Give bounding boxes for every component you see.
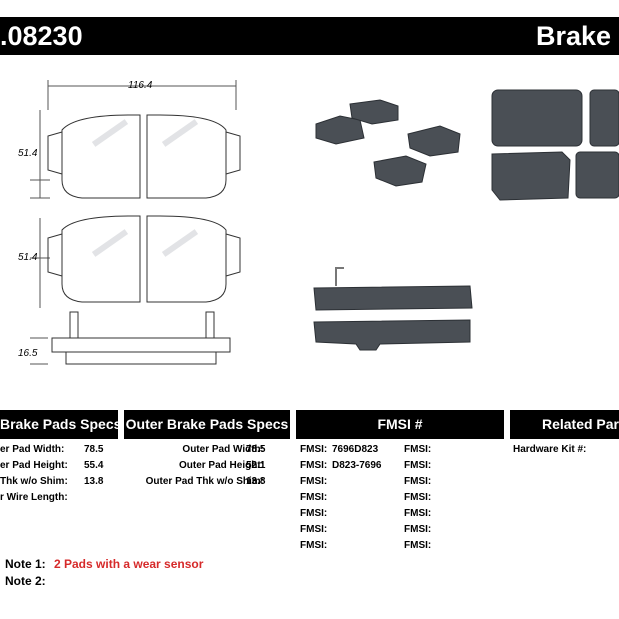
inner-spec-label: Thk w/o Shim:: [0, 476, 68, 487]
related-parts-header: Related Par: [510, 410, 619, 439]
inner-spec-value: 13.8: [84, 476, 104, 487]
pad-photo-1: [315, 115, 365, 145]
fmsi-label: FMSI:: [404, 540, 432, 551]
outer-spec-value: 52.1: [246, 460, 266, 471]
note-1-label: Note 1:: [5, 557, 46, 571]
outer-specs-header: Outer Brake Pads Specs: [124, 410, 290, 439]
mid-pad-left: [61, 215, 141, 303]
fmsi-value: D823-7696: [332, 460, 382, 471]
fmsi-label: FMSI:: [300, 508, 328, 519]
fmsi-label: FMSI:: [404, 476, 432, 487]
inner-spec-label: er Pad Height:: [0, 460, 68, 471]
inner-spec-label: er Pad Width:: [0, 444, 65, 455]
header-bar: [0, 17, 619, 55]
part-number: .08230: [0, 21, 83, 51]
inner-specs-header: Brake Pads Specs: [0, 410, 118, 439]
fmsi-header: FMSI #: [296, 410, 504, 439]
side-view-friction: [65, 351, 217, 365]
dim-width: 116.4: [128, 80, 153, 91]
note-1-text: 2 Pads with a wear sensor: [54, 557, 204, 571]
fmsi-table: FMSI: 7696D823 FMSI: FMSI: D823-7696 FMS…: [300, 444, 504, 556]
fmsi-label: FMSI:: [404, 492, 432, 503]
inner-spec-label: r Wire Length:: [0, 492, 68, 503]
fmsi-label: FMSI:: [300, 524, 328, 535]
fmsi-label: FMSI:: [300, 476, 328, 487]
top-pad-right: [146, 114, 227, 199]
outer-spec-value: 13.8: [246, 476, 266, 487]
wear-sensor-clip: [335, 267, 344, 286]
fmsi-value: 7696D823: [332, 444, 379, 455]
fmsi-label: FMSI:: [404, 444, 432, 455]
pad-photo-7: [491, 151, 571, 201]
pad-photo-2: [349, 99, 399, 125]
long-pad-top: [313, 285, 473, 311]
outer-spec-label: Outer Pad Height:: [178, 460, 264, 471]
fmsi-label: FMSI:: [300, 460, 328, 471]
pad-technical-drawing: [30, 80, 241, 365]
pad-photo-3: [407, 125, 461, 157]
fmsi-label: FMSI:: [300, 540, 328, 551]
pad-photo-6: [589, 89, 619, 147]
dim-height-mid: 51.4: [18, 252, 38, 263]
pad-photo-8: [575, 151, 619, 199]
inner-spec-value: 55.4: [84, 460, 104, 471]
product-photos: [313, 89, 619, 351]
mid-pad-right: [146, 215, 227, 303]
fmsi-label: FMSI:: [300, 444, 328, 455]
note-2-label: Note 2:: [5, 574, 46, 588]
inner-spec-value: 78.5: [84, 444, 104, 455]
outer-spec-value: 78.5: [246, 444, 266, 455]
pad-photo-4: [373, 155, 427, 187]
long-pad-bottom: [313, 319, 471, 351]
pad-photo-5: [491, 89, 583, 147]
dim-height-top: 51.4: [18, 148, 38, 159]
outer-spec-label: Outer Pad Thk w/o Shim:: [145, 476, 264, 487]
fmsi-label: FMSI:: [300, 492, 328, 503]
outer-spec-label: Outer Pad Width:: [182, 444, 264, 455]
dim-thickness: 16.5: [18, 348, 38, 359]
top-pad-left: [61, 114, 141, 199]
fmsi-label: FMSI:: [404, 460, 432, 471]
side-view-plate: [51, 337, 231, 353]
hardware-kit-label: Hardware Kit #:: [513, 444, 587, 455]
fmsi-label: FMSI:: [404, 508, 432, 519]
fmsi-label: FMSI:: [404, 524, 432, 535]
page-title: Brake P: [536, 21, 619, 51]
